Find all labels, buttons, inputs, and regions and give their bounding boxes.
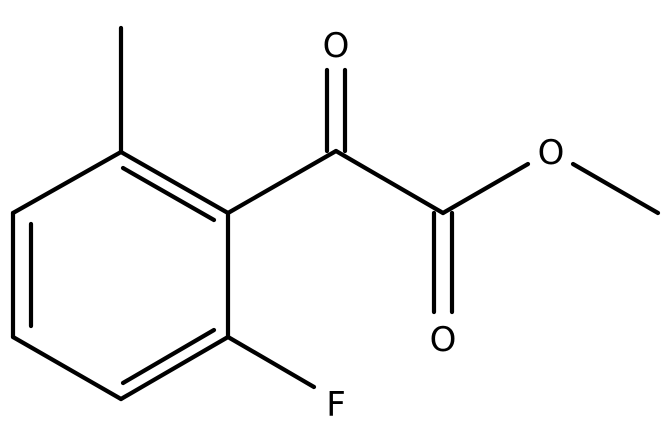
keto-ester-chain <box>225 67 661 315</box>
ring-bond-c5-c6 <box>118 334 231 402</box>
methoxy-bond <box>570 161 661 216</box>
ketone-to-ester-bond <box>333 148 446 216</box>
ketone-oxygen-label: O <box>323 26 350 66</box>
ring-bond-c2-c3 <box>10 149 124 216</box>
fluorine-label: F <box>326 385 346 425</box>
carbonyl-oxygen-label: O <box>430 320 457 360</box>
ring-bond-c1-c2-inner <box>120 165 217 223</box>
ester-single-bond <box>440 161 531 216</box>
fluorine-bond <box>225 334 317 390</box>
ring-bond-c4-c5 <box>10 334 124 402</box>
ring-bond-c1-c2 <box>118 149 231 216</box>
ring-bond-c5-c6-inner <box>120 327 217 386</box>
ester-oxygen-label: O <box>538 133 565 173</box>
benzene-ring <box>10 149 231 402</box>
ring-to-ketone-bond <box>225 148 339 216</box>
